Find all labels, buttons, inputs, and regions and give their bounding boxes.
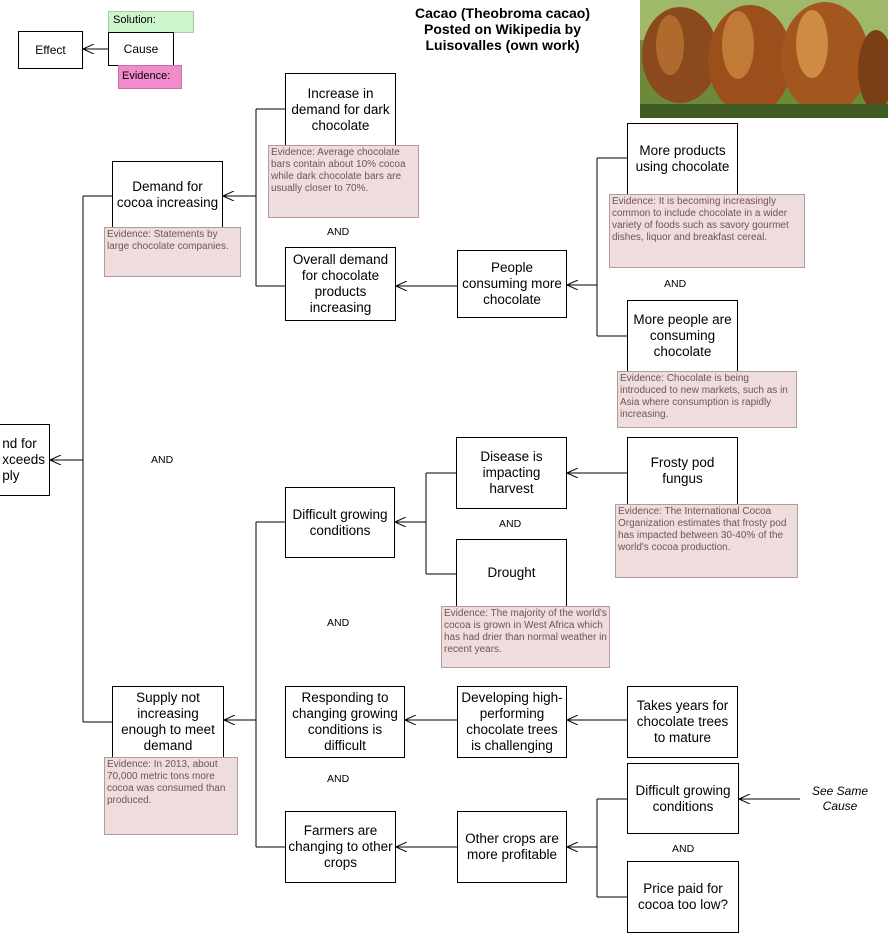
node-increase-dark: Increase in demand for dark chocolate: [285, 73, 396, 146]
legend-solution: Solution:: [108, 11, 194, 33]
evidence-people: Evidence: Chocolate is being introduced …: [617, 371, 797, 428]
and-label-disease-drought: AND: [499, 518, 522, 530]
node-frosty-label: Frosty pod fungus: [650, 455, 715, 486]
legend-cause-box: Cause: [108, 32, 174, 66]
legend-evidence: Evidence:: [118, 65, 182, 89]
and-label-root: AND: [151, 454, 174, 466]
legend-cause-label: Cause: [123, 42, 159, 56]
node-drought-label: Drought: [487, 565, 536, 580]
evidence-dark-text: Evidence: Average chocolate bars contain…: [271, 147, 406, 194]
node-more-people: More people are consuming chocolate: [627, 300, 738, 372]
node-difficult-growing-2: Difficult growing conditions: [627, 763, 739, 834]
node-responding: Responding to changing growing condition…: [285, 686, 405, 758]
title-line-2: Posted on Wikipedia by: [423, 21, 581, 37]
evidence-supply-text: Evidence: In 2013, about 70,000 metric t…: [107, 759, 226, 806]
node-demand-increasing: Demand for cocoa increasing: [112, 161, 223, 228]
node-increase-dark-label: Increase in demand for dark chocolate: [291, 85, 390, 133]
evidence-drought: Evidence: The majority of the world's co…: [441, 606, 610, 668]
evidence-supply: Evidence: In 2013, about 70,000 metric t…: [104, 757, 238, 835]
evidence-products-text: Evidence: It is becoming increasingly co…: [612, 196, 789, 243]
node-farmers-label: Farmers are changing to other crops: [288, 823, 393, 870]
node-takes-years: Takes years for chocolate trees to matur…: [627, 686, 738, 758]
evidence-demand-text: Evidence: Statements by large chocolate …: [107, 229, 229, 252]
evidence-frosty: Evidence: The International Cocoa Organi…: [615, 504, 798, 578]
node-other-crops: Other crops are more profitable: [457, 811, 567, 883]
evidence-products: Evidence: It is becoming increasingly co…: [609, 194, 805, 268]
node-supply-not: Supply not increasing enough to meet dem…: [112, 686, 224, 758]
evidence-drought-text: Evidence: The majority of the world's co…: [444, 608, 607, 655]
evidence-frosty-text: Evidence: The International Cocoa Organi…: [618, 506, 787, 553]
node-more-products: More products using chocolate: [627, 123, 738, 195]
node-disease-label: Disease is impacting harvest: [480, 449, 543, 496]
title-line-3: Luisovalles (own work): [425, 37, 580, 53]
node-difficult-growing-label: Difficult growing conditions: [292, 506, 388, 538]
node-drought: Drought: [456, 539, 567, 607]
legend-solution-label: Solution:: [113, 14, 156, 26]
node-developing-label: Developing high-performing chocolate tre…: [461, 690, 563, 753]
and-label-responding-farmers: AND: [327, 773, 350, 785]
and-label-dark-overall: AND: [327, 226, 350, 238]
node-other-crops-label: Other crops are more profitable: [465, 831, 559, 862]
node-difficult-growing-2-label: Difficult growing conditions: [635, 782, 731, 814]
node-price-low-label: Price paid for cocoa too low?: [637, 881, 729, 912]
evidence-demand: Evidence: Statements by large chocolate …: [104, 227, 241, 277]
legend-effect-box: Effect: [18, 31, 83, 69]
see-same-cause-note: See Same Cause: [811, 784, 869, 813]
and-label-difficult-price: AND: [672, 843, 695, 855]
node-people-consuming: People consuming more chocolate: [457, 250, 567, 318]
title-line-1: Cacao (Theobroma cacao): [414, 5, 591, 21]
cacao-pods-illustration: [640, 0, 888, 118]
node-more-products-label: More products using chocolate: [635, 143, 730, 174]
node-difficult-growing: Difficult growing conditions: [285, 487, 395, 558]
node-farmers: Farmers are changing to other crops: [285, 811, 396, 883]
root-effect-box: nd for xceeds ply: [0, 424, 50, 496]
node-responding-label: Responding to changing growing condition…: [292, 690, 398, 753]
evidence-people-text: Evidence: Chocolate is being introduced …: [620, 373, 788, 420]
legend-evidence-label: Evidence:: [122, 70, 171, 82]
node-more-people-label: More people are consuming chocolate: [633, 312, 732, 359]
node-supply-not-label: Supply not increasing enough to meet dem…: [121, 690, 215, 753]
node-demand-increasing-label: Demand for cocoa increasing: [116, 178, 219, 210]
node-price-low: Price paid for cocoa too low?: [627, 861, 739, 933]
node-people-consuming-label: People consuming more chocolate: [462, 260, 562, 307]
node-takes-years-label: Takes years for chocolate trees to matur…: [636, 698, 729, 745]
node-overall-demand: Overall demand for chocolate products in…: [285, 247, 396, 321]
node-overall-demand-label: Overall demand for chocolate products in…: [292, 252, 389, 315]
root-effect-label: nd for xceeds ply: [2, 436, 45, 483]
node-disease: Disease is impacting harvest: [456, 437, 567, 509]
and-label-products-people: AND: [664, 278, 687, 290]
and-label-growing-responding: AND: [327, 617, 350, 629]
evidence-dark: Evidence: Average chocolate bars contain…: [268, 145, 419, 218]
photo-credit-title: Cacao (Theobroma cacao) Posted on Wikipe…: [370, 5, 635, 53]
node-frosty: Frosty pod fungus: [627, 437, 738, 505]
cacao-pods-photo: [640, 0, 888, 118]
legend-effect-label: Effect: [35, 43, 66, 57]
node-developing: Developing high-performing chocolate tre…: [457, 686, 567, 758]
